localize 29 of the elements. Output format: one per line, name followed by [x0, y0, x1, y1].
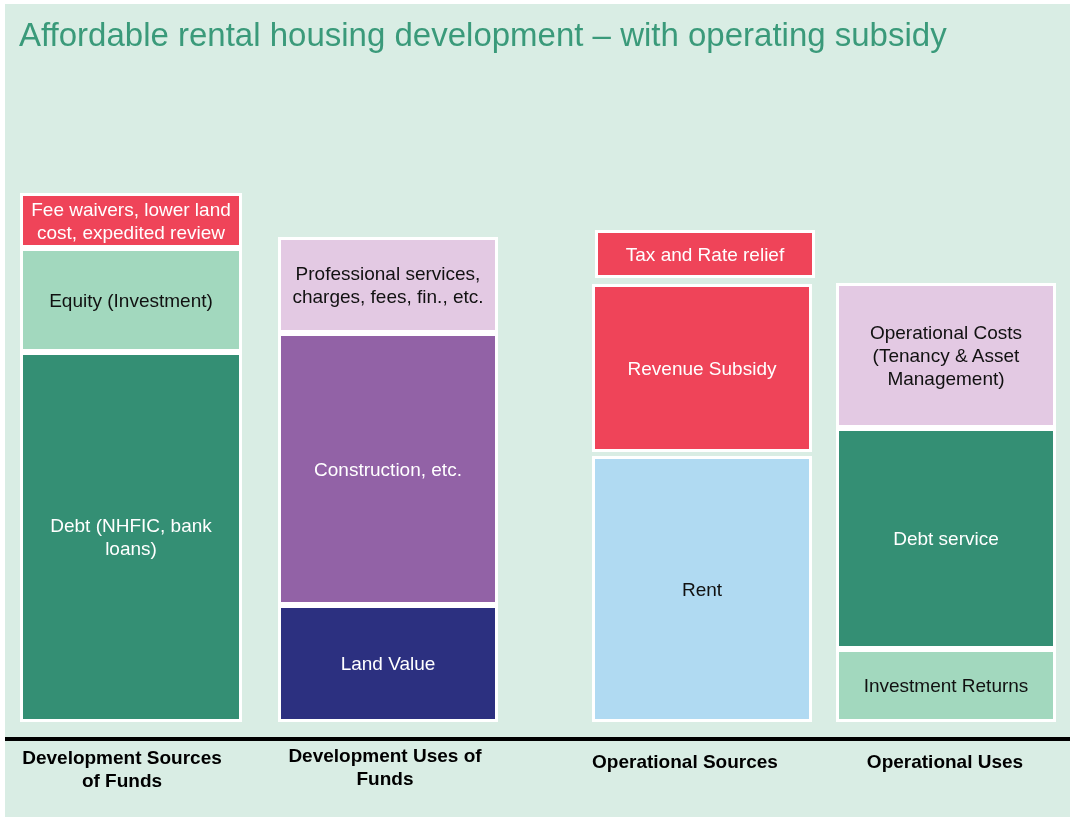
stacked-block — [595, 230, 815, 278]
stacked-block — [836, 428, 1056, 649]
block-label: Equity (Investment) — [49, 288, 213, 312]
block-label: Debt service — [893, 527, 999, 550]
block-label: Land Value — [340, 652, 436, 675]
block-label: Professional services, charges, fees, fin., etc. — [291, 262, 485, 308]
stacked-block — [278, 333, 498, 605]
stacked-block — [278, 605, 498, 722]
block-label: Revenue Subsidy — [627, 356, 777, 380]
stacked-block — [20, 193, 242, 248]
column-label: Development Uses of Funds — [287, 744, 483, 790]
block-label: Fee waivers, lower land cost, expedited review — [30, 197, 232, 244]
column-label: Operational Uses — [865, 750, 1025, 773]
block-label: Operational Costs (Tenancy & Asset Management) — [868, 321, 1024, 390]
column-label: Development Sources of Funds — [21, 746, 223, 792]
stacked-block — [20, 352, 242, 722]
column-label: Operational Sources — [591, 750, 779, 773]
block-label: Investment Returns — [863, 674, 1029, 697]
stacked-block — [592, 456, 812, 722]
block-label: Rent — [681, 577, 723, 601]
stacked-block — [20, 248, 242, 352]
stacked-block — [836, 283, 1056, 428]
stacked-block — [836, 649, 1056, 722]
block-label: Tax and Rate relief — [625, 242, 785, 266]
stacked-block — [278, 237, 498, 333]
block-label: Construction, etc. — [314, 457, 462, 481]
stacked-block — [592, 284, 812, 452]
diagram-title: Affordable rental housing development – with operating subsidy — [19, 16, 947, 54]
block-label: Debt (NHFIC, bank loans) — [49, 514, 213, 560]
